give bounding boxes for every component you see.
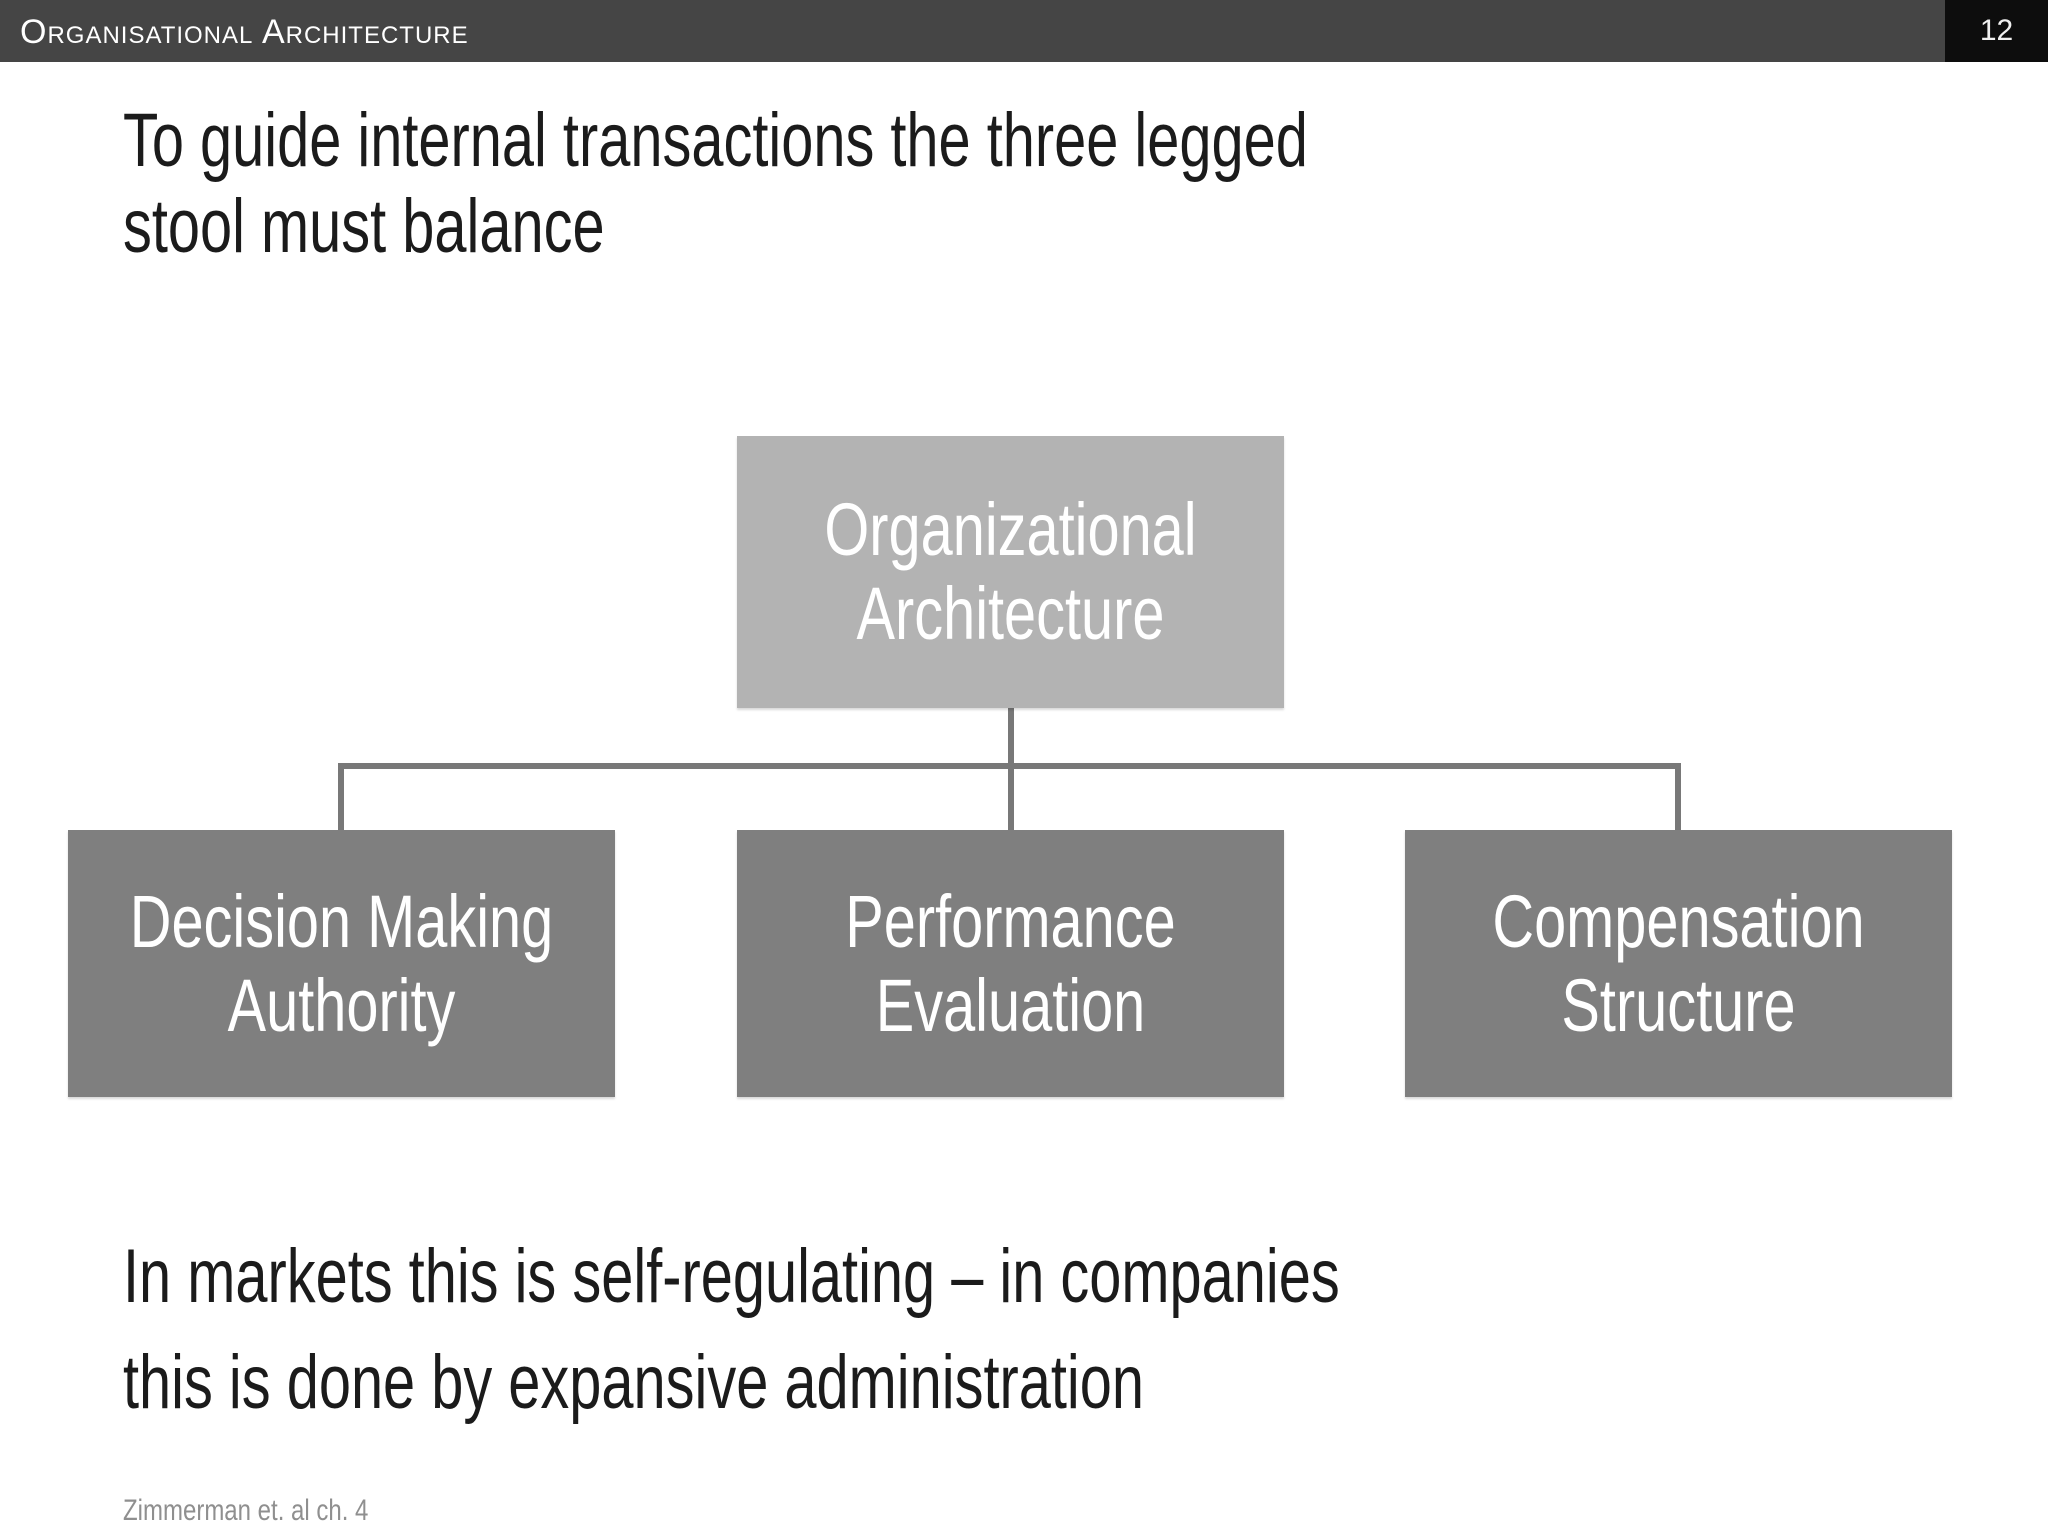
- org-chart-node-performance-evaluation: Performance Evaluation: [737, 830, 1284, 1097]
- child-node-label: Decision Making Authority: [129, 879, 554, 1047]
- page-number-box: 12: [1945, 0, 2048, 62]
- org-chart-root-node: Organizational Architecture: [737, 436, 1284, 708]
- body-text-line-2: this is done by expansive administration: [123, 1340, 1144, 1425]
- child-node-label: Performance Evaluation: [845, 879, 1176, 1047]
- header-title: Organisational Architecture: [20, 13, 469, 51]
- slide-title: To guide internal transactions the three…: [123, 98, 1308, 270]
- connector-root-stem: [1008, 707, 1014, 767]
- slide-header-bar: Organisational Architecture 12: [0, 0, 2048, 62]
- connector-drop-middle: [1008, 763, 1014, 830]
- page-number: 12: [1979, 14, 2014, 47]
- org-chart-node-decision-making: Decision Making Authority: [68, 830, 615, 1097]
- connector-drop-left: [338, 763, 344, 830]
- root-node-label: Organizational Architecture: [824, 488, 1197, 655]
- child-node-label: Compensation Structure: [1492, 879, 1865, 1047]
- org-chart-node-compensation-structure: Compensation Structure: [1405, 830, 1952, 1097]
- slide-title-line-2: stool must balance: [123, 184, 605, 269]
- body-text: In markets this is self-regulating – in …: [123, 1224, 1340, 1436]
- connector-drop-right: [1675, 763, 1681, 830]
- body-text-line-1: In markets this is self-regulating – in …: [123, 1234, 1340, 1319]
- slide-title-line-1: To guide internal transactions the three…: [123, 98, 1308, 183]
- footnote-citation: Zimmerman et. al ch. 4: [123, 1494, 369, 1527]
